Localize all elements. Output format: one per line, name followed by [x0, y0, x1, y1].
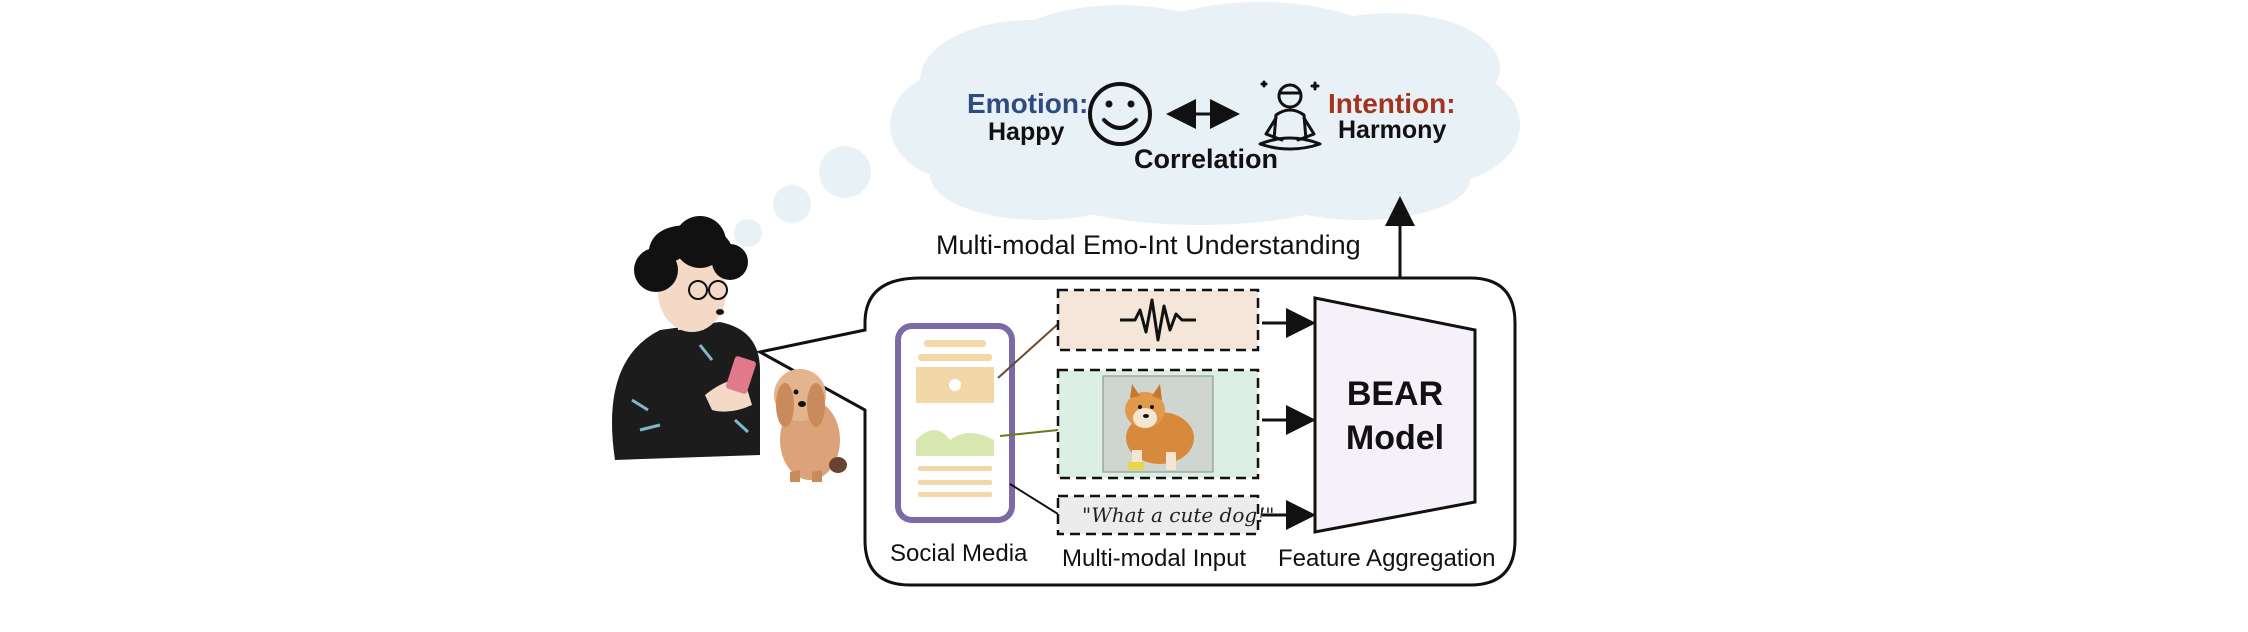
- connector-image: [999, 429, 1059, 437]
- understanding-title: Multi-modal Emo-Int Understanding: [936, 230, 1361, 260]
- dog-illustration: [774, 369, 847, 482]
- thought-bubbles: [734, 146, 871, 247]
- text-input-box: [1056, 494, 1260, 536]
- model-name-line2: Model: [1345, 419, 1445, 457]
- smartphone-icon: [895, 323, 1015, 523]
- smiley-face-icon: [1088, 82, 1152, 146]
- person-with-phone: [612, 216, 760, 460]
- thought-cloud: [890, 2, 1520, 225]
- meditation-person-icon: [1258, 80, 1322, 151]
- caption-multimodal-input: Multi-modal Input: [1062, 545, 1247, 572]
- model-name-line1: BEAR: [1346, 375, 1444, 413]
- audio-waveform-icon: [1120, 298, 1196, 342]
- bear-model-block: [1313, 296, 1477, 534]
- correlation-label: Correlation: [1134, 144, 1279, 174]
- text-input-quote: "What a cute dog!": [1082, 503, 1275, 527]
- emotion-value: Happy: [988, 118, 1065, 146]
- caption-feature-aggregation: Feature Aggregation: [1278, 545, 1496, 572]
- intention-value: Harmony: [1338, 116, 1447, 144]
- intention-label: Intention:: [1328, 88, 1456, 119]
- connector-audio: [997, 323, 1059, 379]
- connector-text: [1009, 483, 1059, 515]
- caption-social-media: Social Media: [890, 540, 1028, 567]
- dog-photo: [1102, 375, 1214, 473]
- bear-model-label: BEAR Model: [1325, 372, 1465, 460]
- emotion-label: Emotion:: [967, 88, 1089, 119]
